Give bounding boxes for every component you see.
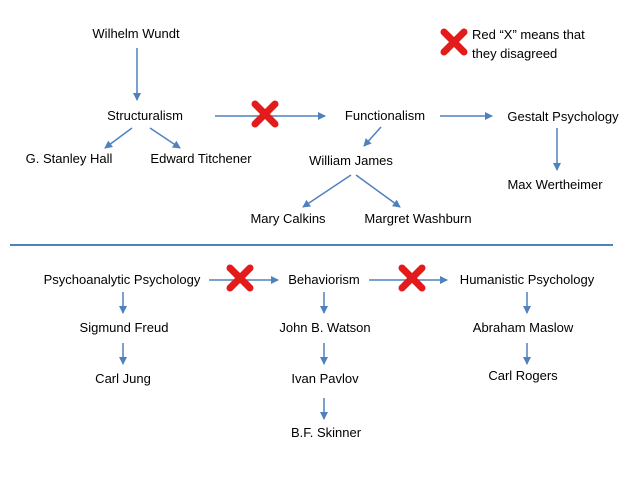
red-x-icon bbox=[398, 264, 426, 292]
node-william-james: William James bbox=[309, 153, 393, 168]
legend: Red “X” means that they disagreed bbox=[472, 25, 632, 63]
node-edward-titchener: Edward Titchener bbox=[150, 151, 252, 166]
node-max-wertheimer: Max Wertheimer bbox=[507, 177, 603, 192]
arrow-james-to-washburn bbox=[355, 174, 401, 208]
legend-line-2: they disagreed bbox=[472, 46, 558, 61]
red-x-icon bbox=[440, 28, 468, 56]
node-wilhelm-wundt: Wilhelm Wundt bbox=[92, 26, 180, 41]
node-functionalism: Functionalism bbox=[344, 108, 426, 123]
legend-line-1: Red “X” means that bbox=[472, 27, 585, 42]
node-behaviorism: Behaviorism bbox=[288, 272, 360, 287]
node-margret-washburn: Margret Washburn bbox=[364, 211, 472, 226]
node-structuralism: Structuralism bbox=[107, 108, 183, 123]
arrow-structuralism-to-hall bbox=[104, 127, 133, 149]
red-x-icon bbox=[251, 100, 279, 128]
node-ivan-pavlov: Ivan Pavlov bbox=[291, 371, 359, 386]
node-carl-jung: Carl Jung bbox=[95, 371, 151, 386]
arrow-james-to-calkins bbox=[302, 174, 352, 208]
arrow-structuralism-to-titchener bbox=[149, 127, 181, 149]
node-mary-calkins: Mary Calkins bbox=[250, 211, 326, 226]
node-g-stanley-hall: G. Stanley Hall bbox=[25, 151, 113, 166]
node-bf-skinner: B.F. Skinner bbox=[290, 425, 362, 440]
node-john-b-watson: John B. Watson bbox=[279, 320, 371, 335]
node-abraham-maslow: Abraham Maslow bbox=[472, 320, 574, 335]
arrow-functionalism-to-james bbox=[363, 126, 382, 147]
node-psychoanalytic-psychology: Psychoanalytic Psychology bbox=[43, 272, 201, 287]
red-x-icon bbox=[226, 264, 254, 292]
node-carl-rogers: Carl Rogers bbox=[488, 368, 558, 383]
node-gestalt-psychology: Gestalt Psychology bbox=[507, 109, 619, 124]
node-humanistic-psychology: Humanistic Psychology bbox=[459, 272, 595, 287]
node-sigmund-freud: Sigmund Freud bbox=[79, 320, 169, 335]
